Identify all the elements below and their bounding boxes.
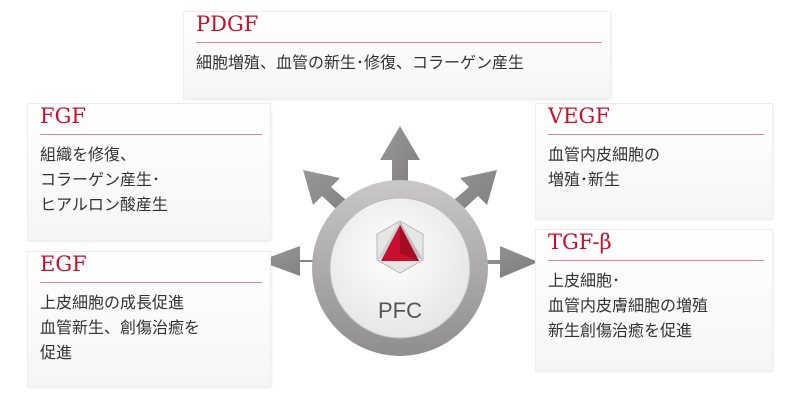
factor-box-fgf: FGF 組織を修復、 コラーゲン産生･ ヒアルロン酸産生	[28, 104, 270, 240]
factor-box-egf: EGF 上皮細胞の成長促進 血管新生、創傷治癒を 促進	[28, 252, 270, 386]
factor-title-vegf: VEGF	[548, 104, 764, 135]
arrow-up-icon	[380, 126, 420, 200]
pfc-logo-icon	[376, 220, 424, 274]
factor-desc-tgf-beta: 上皮細胞･ 血管内皮膚細胞の増殖 新生創傷治癒を促進	[548, 271, 709, 340]
factor-box-tgf-beta: TGF-β 上皮細胞･ 血管内皮膚細胞の増殖 新生創傷治癒を促進	[536, 230, 772, 370]
center-label: PFC	[378, 298, 422, 323]
factor-desc-pdgf: 細胞増殖、血管の新生･修復、コラーゲン産生	[196, 53, 525, 72]
factor-title-egf: EGF	[40, 252, 262, 283]
arrow-right-icon	[470, 246, 538, 278]
arrow-left-icon	[262, 246, 330, 276]
factor-title-pdgf: PDGF	[196, 12, 602, 43]
factor-desc-egf: 上皮細胞の成長促進 血管新生、創傷治癒を 促進	[40, 293, 201, 362]
factor-box-pdgf: PDGF 細胞増殖、血管の新生･修復、コラーゲン産生	[184, 12, 610, 98]
factor-title-fgf: FGF	[40, 104, 262, 135]
factor-desc-vegf: 血管内皮細胞の 増殖･新生	[548, 145, 661, 189]
factor-desc-fgf: 組織を修復、 コラーゲン産生･ ヒアルロン酸産生	[40, 145, 168, 214]
factor-box-vegf: VEGF 血管内皮細胞の 増殖･新生	[536, 104, 772, 218]
factor-title-tgf-beta: TGF-β	[548, 230, 764, 261]
